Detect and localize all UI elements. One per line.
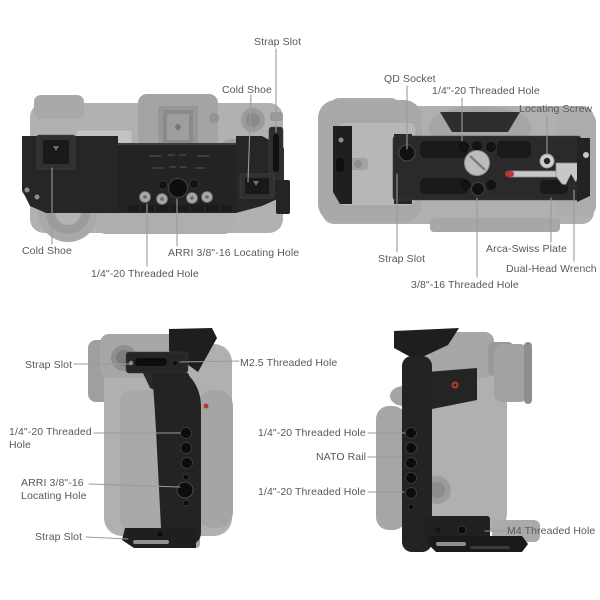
threaded-hole — [181, 457, 193, 469]
threaded-hole — [405, 427, 417, 439]
leader-m2-5-hole — [179, 360, 240, 363]
grip — [197, 390, 233, 528]
strap-slot — [133, 540, 169, 544]
plate-markings — [149, 154, 209, 169]
threaded-hole — [405, 487, 417, 499]
lens — [494, 344, 528, 402]
label-strap-slot-bottom-view: Strap Slot — [378, 253, 426, 265]
threaded-hole — [405, 457, 417, 469]
threaded-hole — [459, 142, 469, 152]
label-strap-slot-bottom-left-side: Strap Slot — [35, 531, 83, 543]
camera-body-right — [376, 332, 540, 542]
arri-locating-hole — [168, 178, 188, 198]
bottom-plate — [122, 528, 196, 548]
top-view-illustration — [22, 94, 290, 242]
leader-lines — [51, 48, 575, 540]
label-quarter-hole-top-view: 1/4"-20 Threaded Hole — [91, 268, 199, 280]
bottom-view-illustration — [318, 98, 596, 232]
m2-5-threaded-hole — [172, 360, 178, 366]
leader-strap-slot-bottom-left-side — [85, 536, 129, 540]
threaded-hole — [405, 472, 417, 484]
label-three-eighths-hole: 3/8"-16 Threaded Hole — [411, 279, 519, 291]
strap-slot — [273, 134, 279, 172]
label-cold-shoe-left-top-view: Cold Shoe — [22, 245, 72, 257]
threaded-hole — [158, 180, 168, 190]
threaded-hole — [461, 180, 471, 190]
arri-locating-hole — [176, 481, 194, 499]
label-arri-hole-left-side: ARRI 3/8"-16 Locating Hole — [21, 477, 87, 502]
leader-arri-hole-left-side — [88, 483, 181, 488]
three-eighths-threaded-hole — [471, 182, 485, 196]
label-cold-shoe-right-top-view: Cold Shoe — [222, 84, 272, 96]
cage-right — [394, 328, 528, 552]
cold-shoe-arrow-icon — [253, 181, 259, 186]
label-nato-rail: NATO Rail — [316, 451, 367, 463]
cage-left — [122, 328, 217, 548]
label-strap-slot-top-left-side: Strap Slot — [25, 359, 73, 371]
label-quarter-hole-bottom-right-side: 1/4"-20 Threaded Hole — [258, 486, 366, 498]
cage-bottom — [333, 126, 590, 204]
threaded-hole — [189, 179, 199, 189]
nato-rail — [402, 356, 432, 552]
threaded-hole — [486, 142, 496, 152]
quarter-20-screws — [139, 191, 213, 205]
threaded-hole — [180, 427, 192, 439]
grip — [376, 406, 406, 530]
label-quarter-hole-bottom-view: 1/4"-20 Threaded Hole — [432, 85, 540, 97]
label-arca-swiss-plate: Arca-Swiss Plate — [486, 243, 567, 255]
threaded-hole — [486, 180, 496, 190]
label-quarter-hole-top-right-side: 1/4"-20 Threaded Hole — [258, 427, 366, 439]
right-side-view-illustration — [376, 328, 540, 552]
threaded-hole — [182, 499, 190, 507]
label-strap-slot-top-view: Strap Slot — [254, 36, 302, 48]
dual-head-wrench — [505, 162, 581, 187]
left-side-view-illustration — [88, 328, 233, 548]
strap-slot — [135, 358, 167, 366]
threaded-hole — [180, 442, 192, 454]
bottom-plate — [424, 516, 490, 542]
threaded-hole — [472, 141, 482, 151]
label-qd-socket: QD Socket — [384, 73, 436, 85]
leader-cold-shoe-right-top-view — [247, 94, 252, 183]
m4-threaded-hole — [457, 525, 467, 535]
threaded-hole — [407, 503, 415, 511]
label-locating-screw: Locating Screw — [519, 103, 593, 115]
cold-shoe-arrow-icon — [53, 146, 59, 151]
threaded-hole — [405, 442, 417, 454]
label-m2-5-hole: M2.5 Threaded Hole — [240, 357, 338, 369]
plate-ticks — [139, 206, 221, 211]
label-m4-hole: M4 Threaded Hole — [507, 525, 596, 537]
label-dual-head-wrench: Dual-Head Wrench — [506, 263, 597, 275]
threaded-hole — [182, 473, 190, 481]
red-dot — [203, 403, 209, 409]
rubber-pads — [420, 141, 568, 194]
label-arri-hole-top-view: ARRI 3/8"-16 Locating Hole — [168, 247, 300, 259]
label-quarter-hole-left-side: 1/4"-20 Threaded Hole — [9, 426, 92, 451]
